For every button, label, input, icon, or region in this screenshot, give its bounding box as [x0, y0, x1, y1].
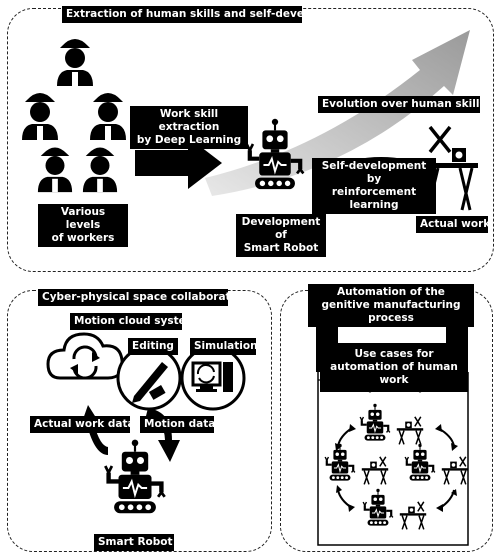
worker-icon-top [57, 39, 93, 86]
robot-icon-smart [105, 440, 164, 514]
worker-icon-mid-left [22, 93, 58, 140]
skill-extraction-title: Extraction of human skills and self-deve… [62, 6, 353, 23]
actual-work-label: Actual work [416, 216, 490, 233]
cloud-icon [46, 332, 124, 380]
actual-work-data-label: Actual work data [30, 416, 135, 433]
motion-data-arrow [146, 408, 180, 462]
simulation-label: Simulation [190, 338, 258, 355]
motion-cloud-label: Motion cloud system [70, 313, 197, 330]
worker-icon-mid-right [90, 93, 126, 140]
evolution-label: Evolution over human skills [318, 96, 486, 113]
editing-icon [116, 345, 182, 411]
worker-icon-bottom-left [37, 147, 73, 193]
smart-robot-label: Smart Robot [94, 534, 174, 551]
extraction-arrow [135, 137, 222, 189]
worker-icon-bottom-right [82, 147, 118, 193]
simulation-icon [180, 345, 246, 411]
cyber-physical-title: Cyber-physical space collaboration [38, 289, 249, 306]
editing-label: Editing [128, 338, 178, 355]
motion-data-label: Motion data [140, 416, 215, 433]
